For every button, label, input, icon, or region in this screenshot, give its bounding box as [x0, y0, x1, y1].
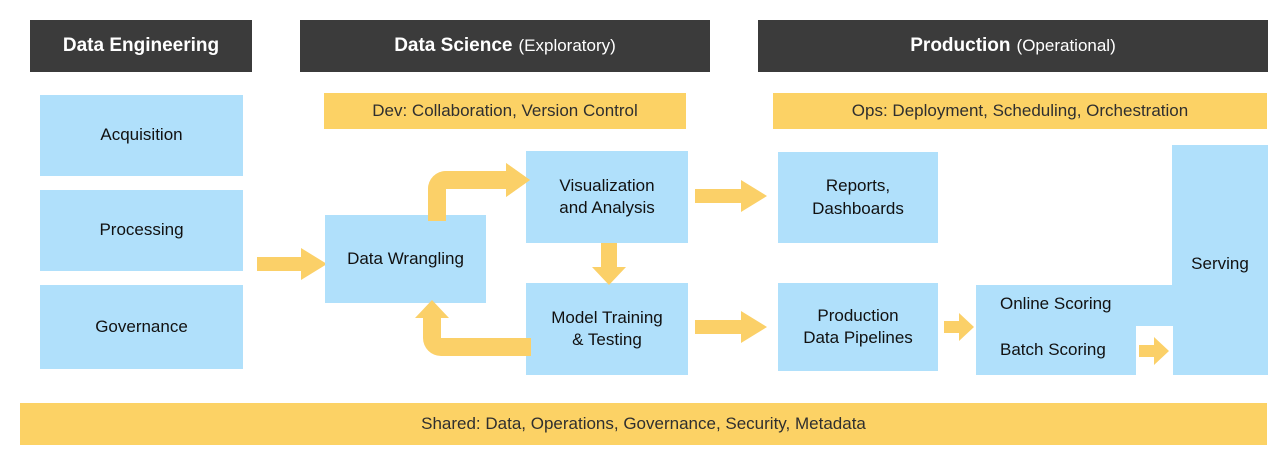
- box-visualization-line1: Visualization: [559, 175, 655, 195]
- box-production-data-pipelines: Production Data Pipelines: [778, 283, 938, 371]
- phase-header-data-engineering-title: Data Engineering: [62, 35, 220, 56]
- banner-ops-label: Ops: Deployment, Scheduling, Orchestrati…: [851, 101, 1189, 120]
- arrow-batch-scoring-to-serving: [1139, 336, 1169, 366]
- arrow-visualization-to-reports: [695, 180, 767, 212]
- banner-ops: Ops: Deployment, Scheduling, Orchestrati…: [773, 93, 1267, 129]
- arrow-model-training-to-data-wrangling: [411, 300, 531, 356]
- arrow-production-data-pipelines-to-scoring: [944, 312, 974, 342]
- box-data-wrangling-label: Data Wrangling: [347, 248, 464, 268]
- box-governance-label: Governance: [95, 316, 188, 336]
- phase-header-production-title: Production: [910, 35, 1011, 56]
- box-data-wrangling: Data Wrangling: [325, 215, 486, 303]
- box-production-data-pipelines-line1: Production: [817, 305, 899, 325]
- box-model-training-and-testing: Model Training & Testing: [526, 283, 688, 375]
- arrow-data-wrangling-to-visualization: [420, 163, 530, 221]
- box-production-data-pipelines-line2: Data Pipelines: [803, 328, 913, 347]
- box-acquisition-label: Acquisition: [100, 125, 183, 145]
- phase-header-data-science-subtitle: (Exploratory): [518, 36, 616, 55]
- box-serving: Serving: [1172, 145, 1268, 375]
- arrow-visualization-to-model-training: [592, 243, 626, 285]
- box-reports-line2: Dashboards: [812, 198, 904, 218]
- box-online-scoring-label: Online Scoring: [1000, 294, 1112, 313]
- banner-dev: Dev: Collaboration, Version Control: [324, 93, 686, 129]
- box-visualization-and-analysis-label: Visualization and Analysis: [559, 175, 654, 220]
- arrow-model-training-to-production-data-pipelines: [695, 311, 767, 343]
- box-visualization-and-analysis: Visualization and Analysis: [526, 151, 688, 243]
- box-visualization-line2: and Analysis: [559, 198, 655, 217]
- phase-header-data-science: Data Science (Exploratory): [300, 20, 710, 72]
- box-reports-dashboards: Reports, Dashboards: [778, 152, 938, 243]
- phase-header-data-science-title: Data Science: [394, 35, 513, 56]
- banner-shared-label: Shared: Data, Operations, Governance, Se…: [421, 414, 866, 433]
- box-batch-scoring-label: Batch Scoring: [1000, 340, 1106, 359]
- box-processing: Processing: [40, 190, 243, 271]
- box-model-training-line2: & Testing: [572, 330, 642, 349]
- box-model-training-line1: Model Training: [551, 307, 663, 327]
- phase-header-data-engineering: Data Engineering: [30, 20, 252, 72]
- banner-dev-label: Dev: Collaboration, Version Control: [372, 101, 638, 120]
- phase-header-production: Production (Operational): [758, 20, 1268, 72]
- box-reports-dashboards-label: Reports, Dashboards: [812, 175, 904, 220]
- box-production-data-pipelines-label: Production Data Pipelines: [803, 305, 913, 350]
- box-acquisition: Acquisition: [40, 95, 243, 176]
- box-model-training-and-testing-label: Model Training & Testing: [551, 307, 663, 352]
- box-reports-line1: Reports,: [825, 176, 891, 196]
- box-processing-label: Processing: [99, 220, 184, 240]
- box-governance: Governance: [40, 285, 243, 369]
- banner-shared: Shared: Data, Operations, Governance, Se…: [20, 403, 1267, 445]
- box-serving-label: Serving: [1191, 254, 1249, 273]
- phase-header-production-subtitle: (Operational): [1016, 36, 1116, 55]
- arrow-processing-to-data-wrangling: [257, 248, 327, 280]
